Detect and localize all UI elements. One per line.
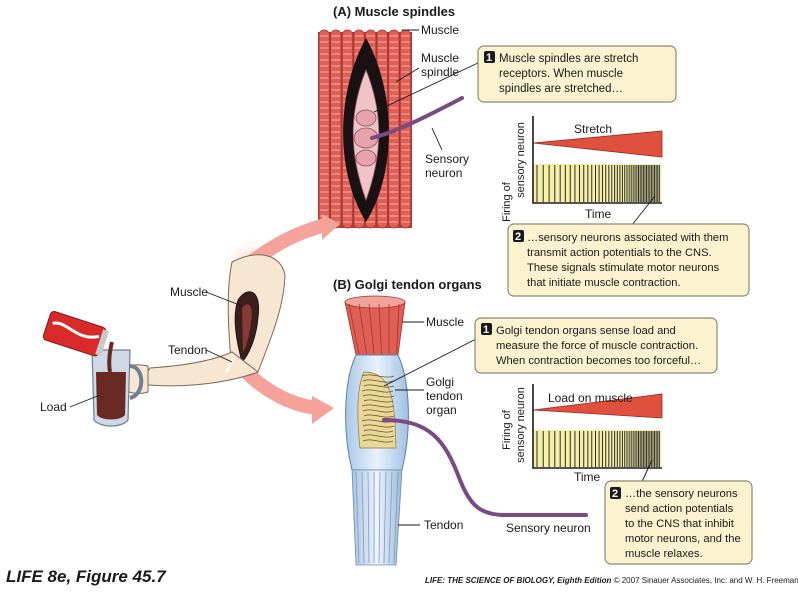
- golgi-tendon-illustration: [344, 295, 588, 566]
- label-golgi-3: organ: [426, 403, 457, 417]
- callout-a2-line-4: that initiate muscle contraction.: [527, 277, 681, 289]
- stretch-wedge: [532, 130, 663, 158]
- callout-b1-number: 1: [483, 324, 489, 336]
- muscle-fiber: [330, 29, 342, 229]
- label-load: Load: [40, 400, 67, 414]
- callout-a1-number: 1: [486, 52, 492, 64]
- label-sensory-1: Sensory: [425, 152, 469, 166]
- label-golgi-1: Golgi: [426, 375, 454, 389]
- graph-b-wedge-label: Load on muscle: [548, 391, 633, 405]
- label-arm-muscle: Muscle: [170, 285, 208, 299]
- callout-a1-line-2: receptors. When muscle: [499, 68, 623, 80]
- firing-graph-a: Firing of sensory neuron Stretch Time: [501, 116, 663, 222]
- callout-a2-number: 2: [515, 231, 521, 243]
- graph-b-ylabel-1: Firing of: [501, 409, 513, 450]
- callout-b2-line-3: to the CNS that inhibit: [625, 518, 735, 530]
- graph-b-ylabel-2: sensory neuron: [515, 387, 527, 463]
- spike-train-a: [536, 165, 660, 202]
- callout-b2-line-5: muscle relaxes.: [625, 548, 703, 560]
- label-tendon-b: Tendon: [424, 518, 463, 532]
- callout-b2-line-4: motor neurons, and the: [625, 533, 741, 545]
- book-title: LIFE: THE SCIENCE OF BIOLOGY, Eighth Edi…: [425, 576, 612, 585]
- callout-b1: 1 Golgi tendon organs sense load and mea…: [383, 317, 718, 387]
- callout-b2-line-2: send action potentials: [625, 503, 734, 515]
- label-arm-tendon: Tendon: [168, 343, 207, 357]
- graph-b-xlabel: Time: [574, 470, 601, 484]
- callout-b2-line-1: …the sensory neurons: [625, 488, 738, 500]
- figure-caption: LIFE 8e, Figure 45.7: [6, 567, 166, 586]
- muscle-spindle-illustration: [318, 29, 464, 229]
- sensory-neuron-b: [382, 418, 588, 517]
- soda-can: [42, 311, 109, 357]
- graph-a-ylabel-2: sensory neuron: [515, 122, 527, 198]
- spike-train-b: [536, 431, 660, 467]
- label-spindle-2: spindle: [421, 65, 459, 79]
- copyright-line: LIFE: THE SCIENCE OF BIOLOGY, Eighth Edi…: [425, 576, 798, 585]
- callout-a1-line-3: spindles are stretched…: [499, 83, 623, 95]
- callout-a1-line-1: Muscle spindles are stretch: [499, 53, 638, 65]
- label-spindle-1: Muscle: [421, 51, 459, 65]
- graph-a-wedge-label: Stretch: [574, 122, 612, 136]
- label-sensory-b: Sensory neuron: [506, 521, 591, 535]
- arm-illustration: [42, 254, 286, 427]
- graph-a-ylabel-1: Firing of: [501, 181, 513, 222]
- copyright-credit: © 2007 Sinauer Associates, Inc. and W. H…: [613, 576, 798, 585]
- callout-b1-line-1: Golgi tendon organs sense load and: [496, 325, 676, 337]
- callout-b2-number: 2: [612, 488, 618, 500]
- callout-b1-line-2: measure the force of muscle contraction.: [496, 340, 698, 352]
- callout-b2: 2 …the sensory neurons send action poten…: [604, 459, 753, 565]
- label-muscle-a: Muscle: [421, 23, 459, 37]
- sensory-neuron-a: [370, 96, 464, 140]
- panel-a-title: (A) Muscle spindles: [333, 4, 455, 19]
- label-muscle-b: Muscle: [426, 315, 464, 329]
- panel-b-title: (B) Golgi tendon organs: [333, 277, 482, 292]
- callout-a1: 1 Muscle spindles are stretch receptors.…: [373, 45, 677, 113]
- arrow-to-panel-b: [239, 365, 323, 415]
- firing-graph-b: Firing of sensory neuron Load on muscle …: [501, 384, 663, 484]
- callout-a2: 2 …sensory neurons associated with them …: [507, 195, 750, 297]
- label-golgi-2: tendon: [426, 389, 463, 403]
- callout-a2-line-1: …sensory neurons associated with them: [527, 232, 728, 244]
- graph-a-xlabel: Time: [585, 207, 612, 221]
- label-sensory-2: neuron: [425, 166, 462, 180]
- load-wedge: [532, 393, 663, 419]
- callout-a2-line-3: These signals stimulate motor neurons: [527, 262, 720, 274]
- callout-b1-line-3: When contraction becomes too forceful…: [496, 355, 701, 367]
- callout-a2-line-2: transmit action potentials to the CNS.: [527, 247, 712, 259]
